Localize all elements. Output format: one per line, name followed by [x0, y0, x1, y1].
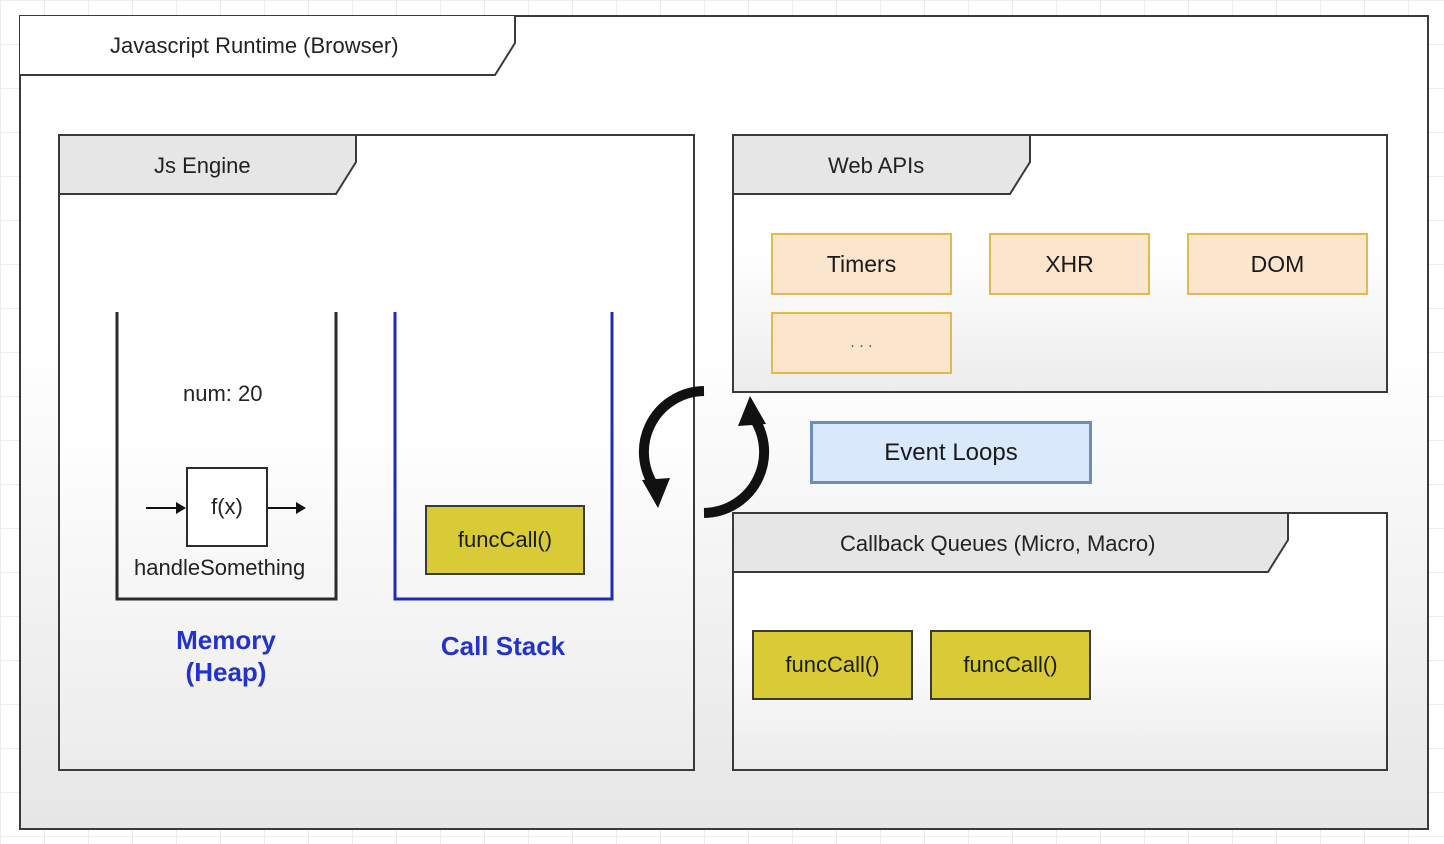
- web-api-more: . . .: [771, 312, 952, 374]
- call-stack-container: [393, 312, 614, 601]
- memory-heap-container: [115, 312, 338, 601]
- callback-queues-tab: [732, 512, 1289, 573]
- callback-queue-item: funcCall(): [930, 630, 1091, 700]
- web-api-xhr: XHR: [989, 233, 1150, 295]
- function-box: f(x): [186, 467, 268, 547]
- runtime-tab: [19, 15, 516, 76]
- call-stack-item: funcCall(): [425, 505, 585, 575]
- function-name: handleSomething: [134, 555, 306, 580]
- event-loop-label: Event Loops: [884, 438, 1018, 466]
- callback-queues-title: Callback Queues (Micro, Macro): [840, 531, 1156, 556]
- js-engine-box: [58, 134, 695, 771]
- function-box-label: f(x): [211, 494, 243, 519]
- memory-variable: num: 20: [183, 381, 263, 406]
- arrow-right-icon: [268, 502, 306, 514]
- web-apis-tab: [732, 134, 1031, 195]
- web-api-timers: Timers: [771, 233, 952, 295]
- js-engine-title: Js Engine: [154, 153, 251, 178]
- js-engine-tab: [58, 134, 357, 195]
- callback-queue-item: funcCall(): [752, 630, 913, 700]
- memory-heap-label: Memory (Heap): [140, 624, 312, 688]
- memory-label-line2: (Heap): [185, 657, 267, 687]
- refresh-cycle-icon: [638, 386, 770, 518]
- web-api-dom: DOM: [1187, 233, 1368, 295]
- web-apis-title: Web APIs: [828, 153, 925, 178]
- memory-label-line1: Memory: [176, 625, 276, 655]
- arrow-right-icon: [146, 502, 186, 514]
- event-loop-box: Event Loops: [810, 421, 1092, 484]
- runtime-title: Javascript Runtime (Browser): [110, 33, 399, 58]
- call-stack-label: Call Stack: [440, 631, 566, 661]
